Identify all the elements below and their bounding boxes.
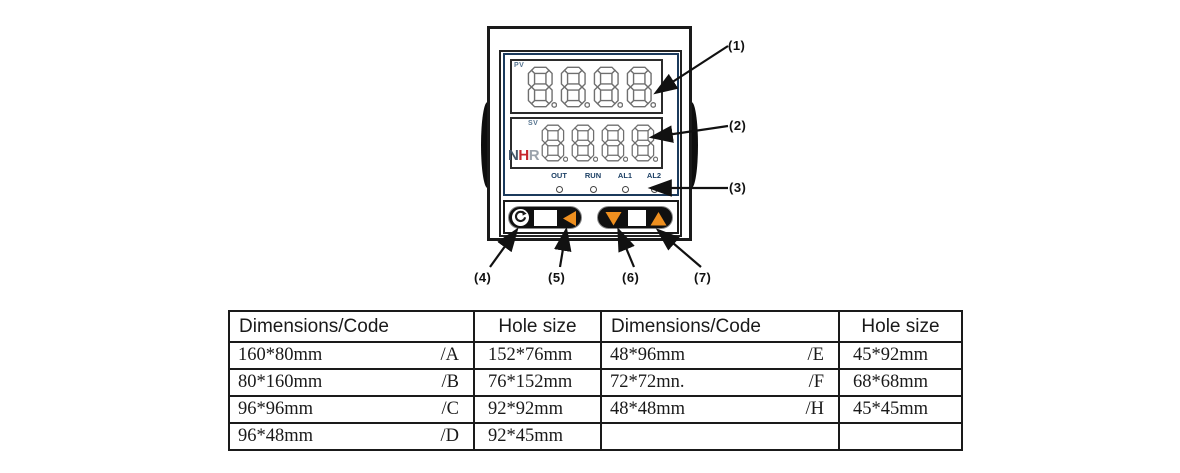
indicator-label: AL1 xyxy=(617,171,633,180)
key-slot xyxy=(628,209,646,226)
callout-6: (6) xyxy=(622,270,640,285)
indicator-label: AL2 xyxy=(646,171,662,180)
header-hole-size-left: Hole size xyxy=(473,310,602,343)
dimensions-code-cell: 96*96mm/C xyxy=(228,395,475,424)
dimensions-code-cell: 96*48mm/D xyxy=(228,422,475,451)
indicator-led-icon xyxy=(555,186,563,193)
code-value: /D xyxy=(440,426,460,446)
seven-segment-digit xyxy=(541,124,568,162)
seven-segment-digit xyxy=(631,124,658,162)
indicator-out: OUT xyxy=(544,171,574,198)
indicator-al2: AL2 xyxy=(639,171,669,198)
seven-segment-digit xyxy=(560,66,590,108)
dimensions-code-cell xyxy=(600,422,840,451)
nhr-brand-logo: NHR xyxy=(508,147,540,164)
header-dimensions-code-right: Dimensions/Code xyxy=(600,310,840,343)
header-hole-size-right: Hole size xyxy=(838,310,963,343)
indicator-led-icon xyxy=(589,186,597,193)
sv-digits xyxy=(541,124,658,162)
header-dimensions-code-left: Dimensions/Code xyxy=(228,310,475,343)
dimension-value: 80*160mm xyxy=(238,372,323,392)
code-value: /B xyxy=(441,372,459,392)
seven-segment-digit xyxy=(626,66,656,108)
code-value: /F xyxy=(808,372,824,392)
code-value: /C xyxy=(441,399,459,419)
dimensions-code-cell: 80*160mm/B xyxy=(228,368,475,397)
shift-key[interactable] xyxy=(561,210,579,227)
dimensions-table: Dimensions/Code Hole size Dimensions/Cod… xyxy=(228,310,963,451)
callout-1: (1) xyxy=(728,38,746,53)
dimensions-code-cell: 160*80mm/A xyxy=(228,341,475,370)
key-slot xyxy=(534,209,557,226)
cycle-arrow-icon xyxy=(514,210,527,222)
set-key[interactable] xyxy=(512,209,529,226)
indicator-al1: AL1 xyxy=(610,171,640,198)
key-group-right xyxy=(597,206,673,229)
callout-3: (3) xyxy=(729,180,747,195)
sv-label: SV xyxy=(528,120,539,127)
callout-5: (5) xyxy=(548,270,566,285)
dimension-value: 48*48mm xyxy=(610,399,686,419)
decrement-key[interactable] xyxy=(604,210,623,227)
code-value: /A xyxy=(440,345,460,365)
indicator-led-icon xyxy=(650,186,658,193)
indicator-label: RUN xyxy=(584,171,602,180)
pv-digits xyxy=(527,66,656,108)
increment-key[interactable] xyxy=(649,210,668,227)
code-value: /H xyxy=(805,399,825,419)
indicator-led-icon xyxy=(621,186,629,193)
callout-7: (7) xyxy=(694,270,712,285)
code-value: /E xyxy=(807,345,824,365)
hole-size-cell: 92*92mm xyxy=(473,395,602,424)
brand-letter: H xyxy=(518,147,529,164)
dimensions-code-cell: 48*48mm/H xyxy=(600,395,840,424)
seven-segment-digit xyxy=(601,124,628,162)
dimension-value: 48*96mm xyxy=(610,345,686,365)
key-group-left xyxy=(508,206,582,229)
hole-size-cell: 45*45mm xyxy=(838,395,963,424)
brand-letter: N xyxy=(508,147,519,164)
hole-size-cell: 45*92mm xyxy=(838,341,963,370)
seven-segment-digit xyxy=(593,66,623,108)
dimension-value: 160*80mm xyxy=(238,345,323,365)
hole-size-cell: 92*45mm xyxy=(473,422,602,451)
seven-segment-digit xyxy=(571,124,598,162)
dimension-value: 96*48mm xyxy=(238,426,314,446)
dimensions-code-cell: 48*96mm/E xyxy=(600,341,840,370)
up-triangle-icon xyxy=(650,212,667,226)
dimension-value: 96*96mm xyxy=(238,399,314,419)
callout-2: (2) xyxy=(729,118,747,133)
callout-4: (4) xyxy=(474,270,492,285)
table-header-row: Dimensions/Code Hole size Dimensions/Cod… xyxy=(228,310,963,343)
down-triangle-icon xyxy=(605,212,622,226)
seven-segment-digit xyxy=(527,66,557,108)
dimensions-code-cell: 72*72mn. /F xyxy=(600,368,840,397)
brand-letter: R xyxy=(528,147,540,164)
hole-size-cell: 76*152mm xyxy=(473,368,602,397)
hole-size-cell: 152*76mm xyxy=(473,341,602,370)
hole-size-cell xyxy=(838,422,963,451)
left-triangle-icon xyxy=(563,211,576,226)
indicator-label: OUT xyxy=(551,171,567,180)
indicator-run: RUN xyxy=(578,171,608,198)
pv-label: PV xyxy=(514,62,525,69)
hole-size-cell: 68*68mm xyxy=(838,368,963,397)
dimension-value: 72*72mn. xyxy=(610,372,685,392)
